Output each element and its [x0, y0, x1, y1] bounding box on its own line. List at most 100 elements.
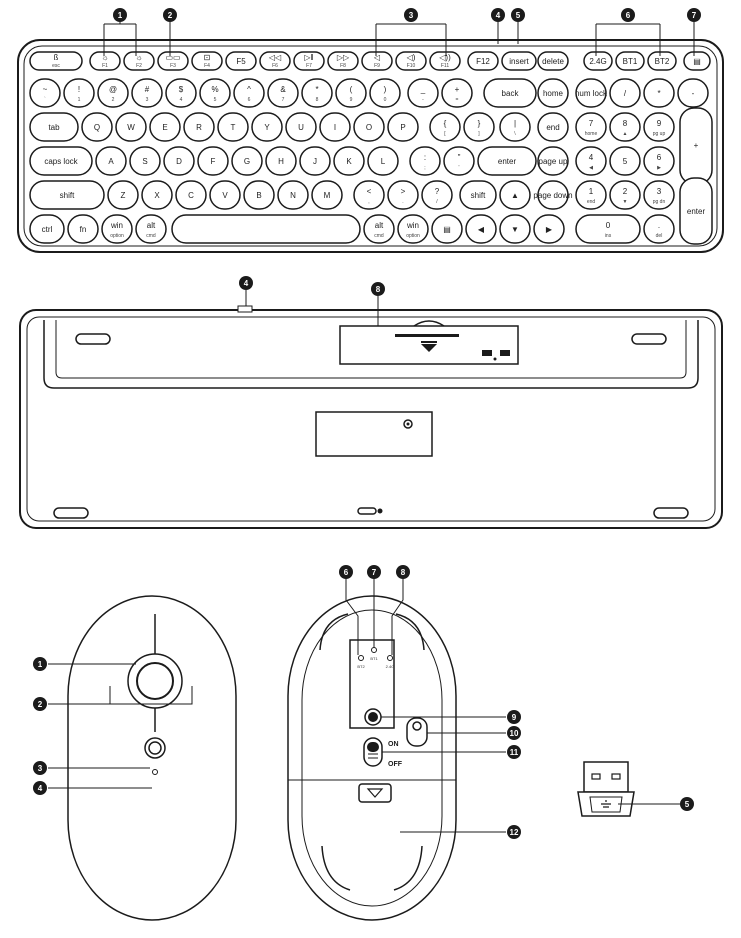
- key-f1[interactable]: ☼F1: [89, 51, 121, 71]
- key--[interactable]: +=: [441, 78, 473, 108]
- key-a[interactable]: A: [95, 146, 127, 176]
- key--[interactable]: _-: [407, 78, 439, 108]
- key-j[interactable]: J: [299, 146, 331, 176]
- key--[interactable]: -: [677, 78, 709, 108]
- key-8[interactable]: 8▲: [609, 112, 641, 142]
- key--[interactable]: <,: [353, 180, 385, 210]
- key-2[interactable]: 2▼: [609, 180, 641, 210]
- key-f[interactable]: F: [197, 146, 229, 176]
- key-s[interactable]: S: [129, 146, 161, 176]
- key-f3[interactable]: ▭▭F3: [157, 51, 189, 71]
- numpad-enter-key-visible[interactable]: enter: [679, 177, 713, 245]
- key-2-4g[interactable]: 2.4G: [583, 51, 613, 71]
- key--[interactable]: :;: [409, 146, 441, 176]
- key-insert[interactable]: insert: [501, 51, 537, 71]
- key-v[interactable]: V: [209, 180, 241, 210]
- key--[interactable]: ▲: [499, 180, 531, 210]
- key--[interactable]: &7: [267, 78, 299, 108]
- key-f11[interactable]: ◁))F11: [429, 51, 461, 71]
- key--[interactable]: {[: [429, 112, 461, 142]
- key--[interactable]: ▤: [683, 51, 711, 71]
- key-o[interactable]: O: [353, 112, 385, 142]
- key-z[interactable]: Z: [107, 180, 139, 210]
- key-f2[interactable]: ☼F2: [123, 51, 155, 71]
- key--[interactable]: $4: [165, 78, 197, 108]
- pairing-button[interactable]: [406, 717, 428, 747]
- key-f9[interactable]: ◁F9: [361, 51, 393, 71]
- key--[interactable]: >.: [387, 180, 419, 210]
- key--[interactable]: (9: [335, 78, 367, 108]
- key--[interactable]: }]: [463, 112, 495, 142]
- key-d[interactable]: D: [163, 146, 195, 176]
- key-c[interactable]: C: [175, 180, 207, 210]
- key-tab[interactable]: tab: [29, 112, 79, 142]
- key--[interactable]: ▶: [533, 214, 565, 244]
- key--[interactable]: #3: [131, 78, 163, 108]
- key--[interactable]: *8: [301, 78, 333, 108]
- key-f6[interactable]: ◁◁F6: [259, 51, 291, 71]
- key--[interactable]: |\: [499, 112, 531, 142]
- key--[interactable]: .del: [643, 214, 675, 244]
- key-f7[interactable]: ▷‖F7: [293, 51, 325, 71]
- key--[interactable]: "': [443, 146, 475, 176]
- numpad-plus-key[interactable]: +: [679, 107, 713, 185]
- key-6[interactable]: 6▶: [643, 146, 675, 176]
- key-page-up[interactable]: page up: [537, 146, 569, 176]
- key-f10[interactable]: ◁)F10: [395, 51, 427, 71]
- key--[interactable]: ^6: [233, 78, 265, 108]
- key-enter[interactable]: enter: [477, 146, 537, 176]
- key--[interactable]: ▼: [499, 214, 531, 244]
- key-p[interactable]: P: [387, 112, 419, 142]
- key-x[interactable]: X: [141, 180, 173, 210]
- key-f12[interactable]: F12: [467, 51, 499, 71]
- key-b[interactable]: B: [243, 180, 275, 210]
- key-9[interactable]: 9pg up: [643, 112, 675, 142]
- key-g[interactable]: G: [231, 146, 263, 176]
- key-home[interactable]: home: [537, 78, 569, 108]
- key-5[interactable]: 5: [609, 146, 641, 176]
- key--[interactable]: )0: [369, 78, 401, 108]
- key--[interactable]: %5: [199, 78, 231, 108]
- key-k[interactable]: K: [333, 146, 365, 176]
- key-shift[interactable]: shift: [459, 180, 497, 210]
- key-m[interactable]: M: [311, 180, 343, 210]
- key-q[interactable]: Q: [81, 112, 113, 142]
- key-ctrl[interactable]: ctrl: [29, 214, 65, 244]
- key-n[interactable]: N: [277, 180, 309, 210]
- key-shift[interactable]: shift: [29, 180, 105, 210]
- key-num-lock[interactable]: num lock: [575, 78, 608, 108]
- key-fn[interactable]: fn: [67, 214, 99, 244]
- key-r[interactable]: R: [183, 112, 215, 142]
- key-i[interactable]: I: [319, 112, 351, 142]
- key-back[interactable]: back: [483, 78, 537, 108]
- key--[interactable]: ?/: [421, 180, 453, 210]
- key-f5[interactable]: F5: [225, 51, 257, 71]
- key-page-down[interactable]: page down: [533, 180, 573, 210]
- key-f8[interactable]: ▷▷F8: [327, 51, 359, 71]
- key-bt2[interactable]: BT2: [647, 51, 677, 71]
- key-caps-lock[interactable]: caps lock: [29, 146, 93, 176]
- key-t[interactable]: T: [217, 112, 249, 142]
- key--[interactable]: ◀: [465, 214, 497, 244]
- key--[interactable]: !1: [63, 78, 95, 108]
- key--[interactable]: *: [643, 78, 675, 108]
- key-h[interactable]: H: [265, 146, 297, 176]
- key-w[interactable]: W: [115, 112, 147, 142]
- key-u[interactable]: U: [285, 112, 317, 142]
- key-end[interactable]: end: [537, 112, 569, 142]
- key--[interactable]: @2: [97, 78, 129, 108]
- key--[interactable]: /: [609, 78, 641, 108]
- key-4[interactable]: 4◀: [575, 146, 607, 176]
- key-f4[interactable]: ⊡F4: [191, 51, 223, 71]
- power-switch[interactable]: [237, 305, 253, 313]
- scroll-wheel[interactable]: [136, 662, 174, 700]
- key-space[interactable]: [171, 214, 361, 244]
